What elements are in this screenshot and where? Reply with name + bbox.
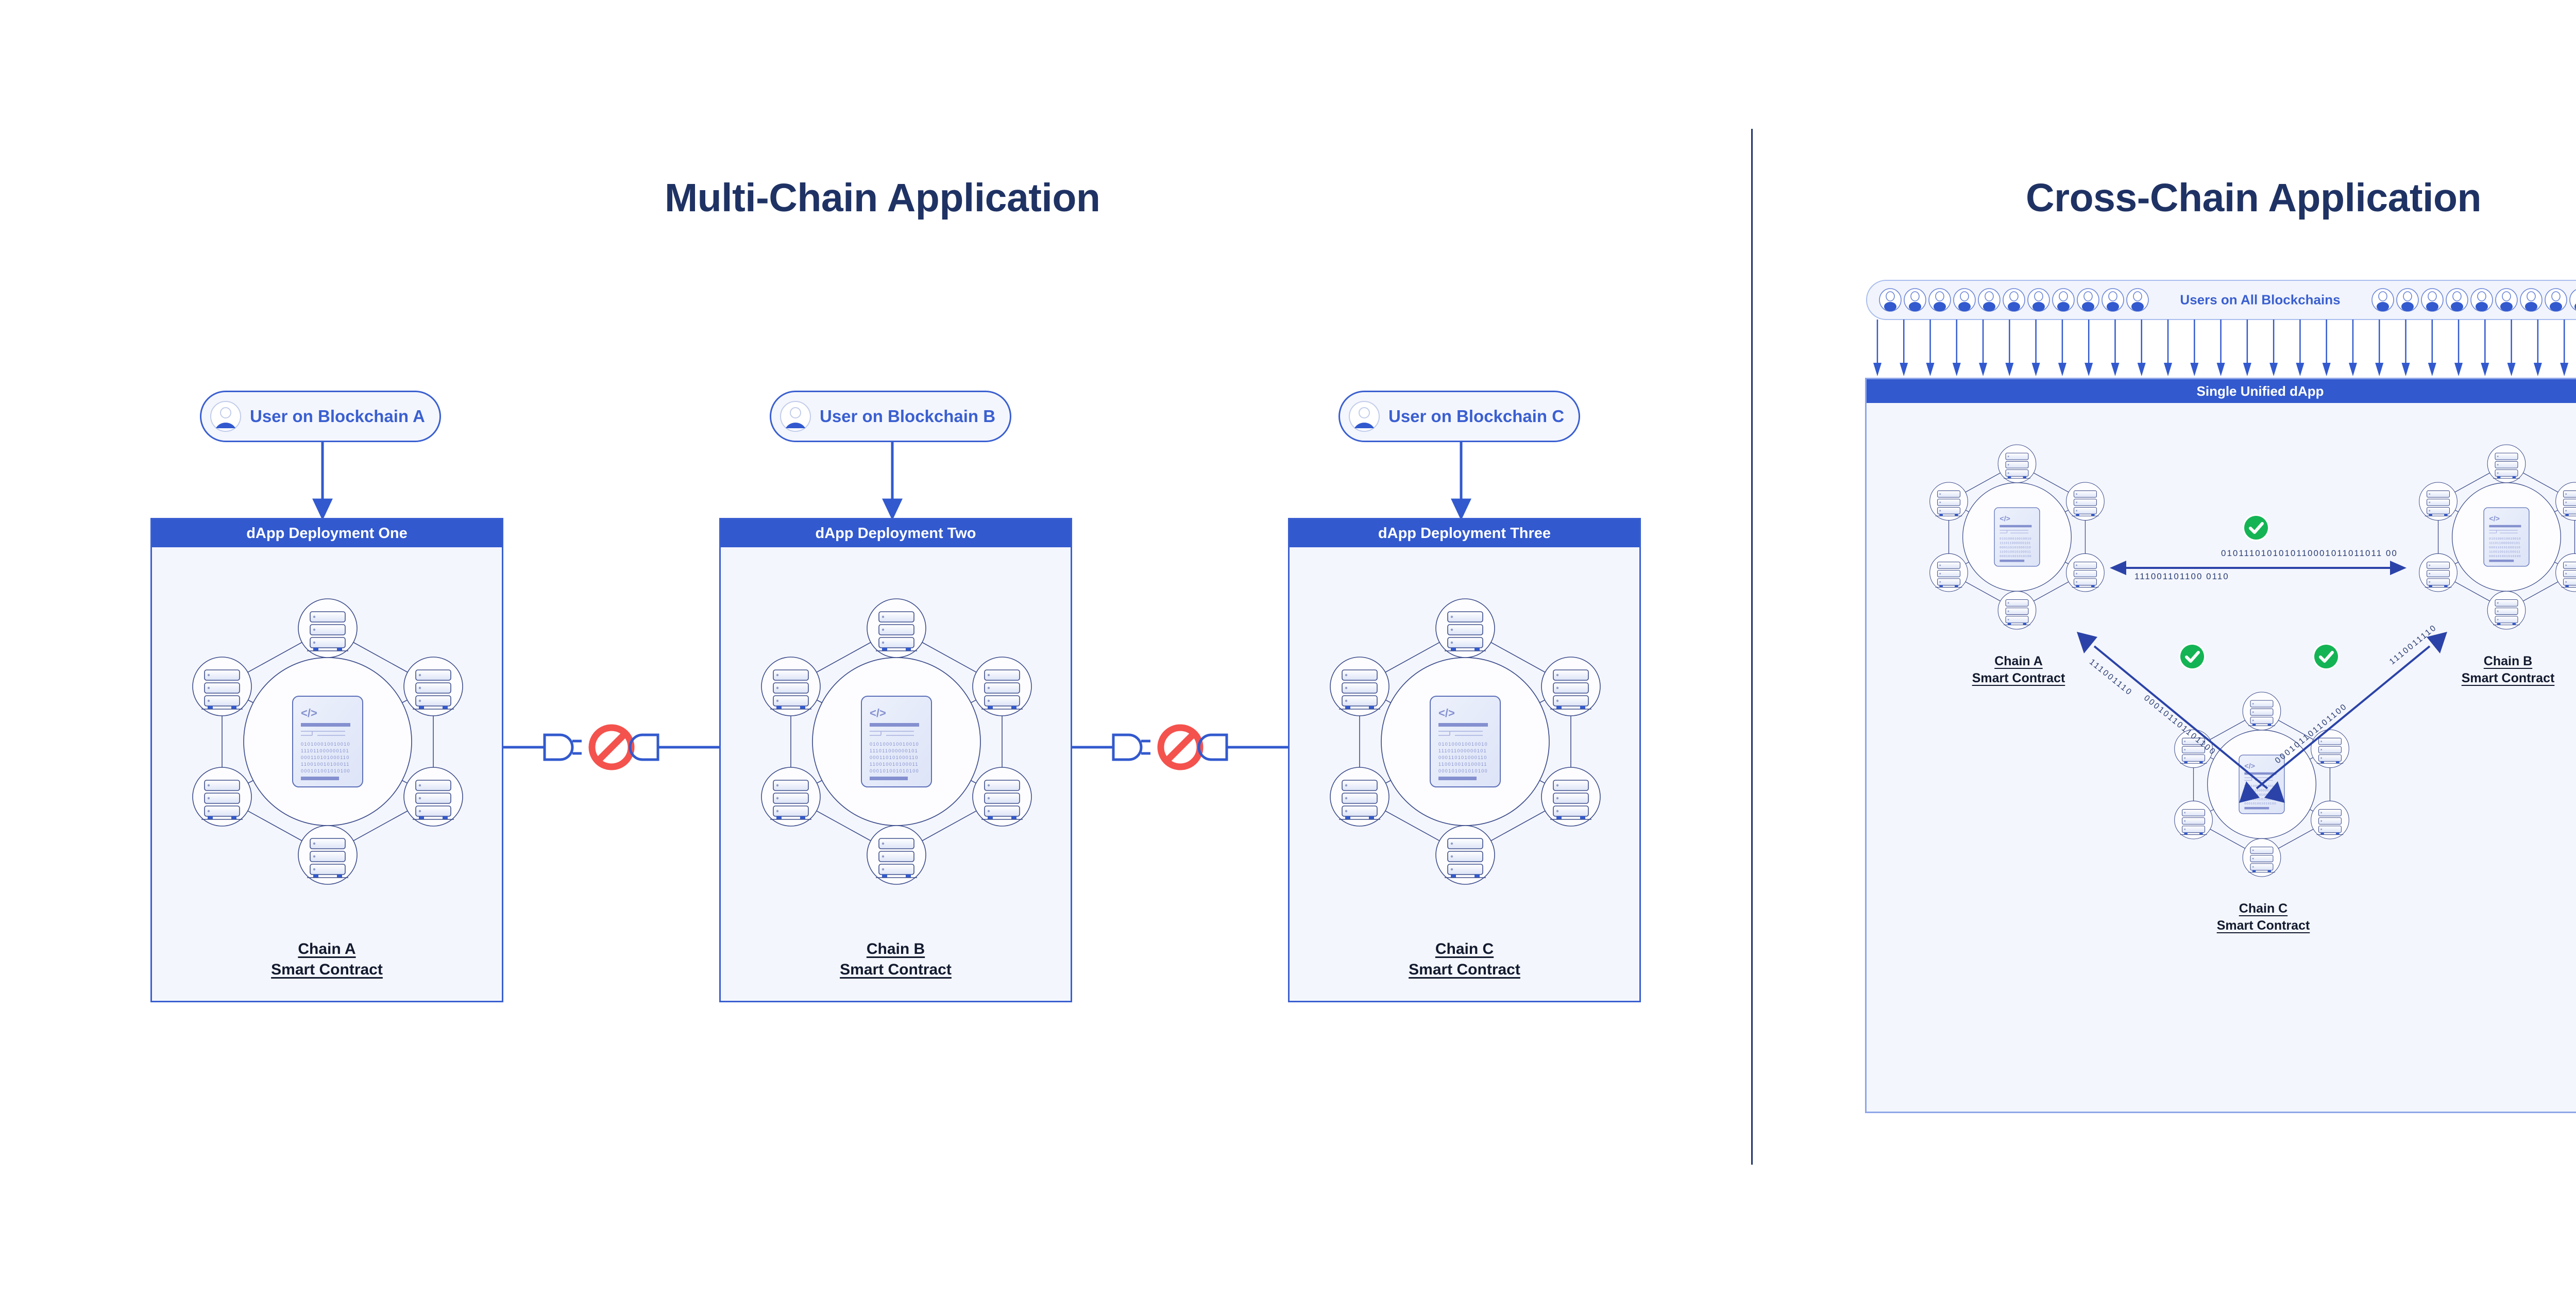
blockchain-network-graph — [192, 598, 463, 885]
blocked-no-entry-icon — [1157, 724, 1204, 770]
chain-name: Chain C — [2239, 901, 2288, 916]
blocked-no-entry-icon — [588, 724, 635, 770]
user-badge-label: User on Blockchain C — [1388, 407, 1565, 426]
chain-contract-label-a: Chain A Smart Contract — [1946, 653, 2091, 687]
contract-name: Smart Contract — [1972, 671, 2065, 685]
users-on-all-blockchains-bar[interactable]: Users on All Blockchains — [1866, 280, 2576, 320]
user-avatar-icon — [1928, 288, 1951, 312]
crosschain-link-b-c — [2239, 632, 2447, 803]
multichain-panel-title: Multi-Chain Application — [665, 176, 1100, 220]
user-avatar-icon — [2569, 288, 2576, 312]
user-avatar-icon — [2470, 288, 2493, 312]
unified-dapp-body: Chain A Smart Contract Chain — [1867, 403, 2576, 1113]
chain-contract-label: Chain C Smart Contract — [1290, 939, 1639, 980]
chain-name: Chain C — [1435, 940, 1494, 957]
dapp-deployment-header: dApp Deployment Three — [1290, 519, 1639, 547]
panel-divider — [1751, 129, 1753, 1165]
users-bar-label: Users on All Blockchains — [2180, 292, 2341, 308]
user-avatar-icon — [2396, 288, 2419, 312]
blockchain-network-graph — [1330, 598, 1601, 885]
dapp-deployment-card-one[interactable]: dApp Deployment One Chain A Smart Con — [150, 518, 503, 1002]
user-avatar-icon — [780, 401, 811, 432]
user-badge-chain-b[interactable]: User on Blockchain B — [770, 391, 1012, 442]
single-unified-dapp-panel[interactable]: Single Unified dApp Chain A Sm — [1865, 378, 2576, 1113]
blocked-connector-a-b[interactable] — [503, 716, 719, 778]
crosschain-link-a-c — [2077, 632, 2285, 803]
chain-name: Chain A — [1994, 654, 2043, 668]
blockchain-network-graph — [761, 598, 1032, 885]
user-avatar-icon — [1953, 288, 1976, 312]
dapp-deployment-card-two[interactable]: dApp Deployment Two Chain B Smart Con — [719, 518, 1072, 1002]
user-avatar-icon — [2102, 288, 2124, 312]
network-graph-chain-b — [2419, 444, 2576, 630]
crosschain-link-a-b-binary-bottom: 111001101100 0110 — [2134, 572, 2229, 581]
contract-name: Smart Contract — [2461, 671, 2555, 685]
user-avatar-icon — [2520, 288, 2543, 312]
user-badge-chain-a[interactable]: User on Blockchain A — [200, 391, 441, 442]
user-avatar-icon — [2371, 288, 2394, 312]
green-check-icon-a-b — [2243, 514, 2269, 541]
dapp-deployment-header: dApp Deployment Two — [721, 519, 1071, 547]
single-unified-dapp-header: Single Unified dApp — [1867, 379, 2576, 403]
contract-name: Smart Contract — [2216, 918, 2310, 933]
chain-name: Chain B — [866, 940, 925, 957]
avatar-row-left — [1878, 288, 2149, 312]
blocked-connector-b-c[interactable] — [1072, 716, 1288, 778]
user-avatar-icon — [2126, 288, 2149, 312]
contract-name: Smart Contract — [271, 961, 383, 978]
chain-contract-label: Chain B Smart Contract — [721, 939, 1071, 980]
green-check-icon-a-c — [2179, 643, 2206, 670]
crosschain-panel-title: Cross-Chain Application — [2026, 176, 2482, 220]
contract-name: Smart Contract — [840, 961, 952, 978]
chain-contract-label-c: Chain C Smart Contract — [2191, 900, 2335, 934]
crosschain-link-a-b — [2110, 561, 2406, 575]
user-avatar-icon — [1904, 288, 1926, 312]
user-to-dapp-arrows — [312, 442, 1471, 519]
network-graph-chain-a — [1929, 444, 2105, 630]
user-badge-chain-c[interactable]: User on Blockchain C — [1338, 391, 1581, 442]
user-avatar-icon — [2495, 288, 2518, 312]
user-avatar-icon — [2421, 288, 2444, 312]
users-to-dapp-arrows — [1873, 320, 2569, 376]
dapp-deployment-body: Chain C Smart Contract — [1290, 547, 1639, 1001]
chain-contract-label-b: Chain B Smart Contract — [2436, 653, 2576, 687]
dapp-deployment-card-three[interactable]: dApp Deployment Three Chain C Smart C — [1288, 518, 1641, 1002]
crosschain-link-a-b-binary-top: 0101110101010110001011011011 00 — [2221, 548, 2398, 558]
user-avatar-icon — [2027, 288, 2050, 312]
chain-contract-label: Chain A Smart Contract — [152, 939, 502, 980]
dapp-deployment-header: dApp Deployment One — [152, 519, 502, 547]
user-badge-label: User on Blockchain B — [820, 407, 996, 426]
user-avatar-icon — [2446, 288, 2468, 312]
dapp-deployment-body: Chain A Smart Contract — [152, 547, 502, 1001]
user-avatar-icon — [1879, 288, 1902, 312]
user-avatar-icon — [210, 401, 241, 432]
contract-name: Smart Contract — [1409, 961, 1520, 978]
user-avatar-icon — [1978, 288, 2001, 312]
green-check-icon-b-c — [2313, 643, 2340, 670]
user-avatar-icon — [2545, 288, 2567, 312]
chain-name: Chain B — [2483, 654, 2533, 668]
user-avatar-icon — [1349, 401, 1380, 432]
dapp-deployment-body: Chain B Smart Contract — [721, 547, 1071, 1001]
user-avatar-icon — [2052, 288, 2075, 312]
user-avatar-icon — [2077, 288, 2099, 312]
chain-name: Chain A — [298, 940, 356, 957]
avatar-row-right — [2371, 288, 2576, 312]
user-badge-label: User on Blockchain A — [250, 407, 425, 426]
user-avatar-icon — [2003, 288, 2025, 312]
